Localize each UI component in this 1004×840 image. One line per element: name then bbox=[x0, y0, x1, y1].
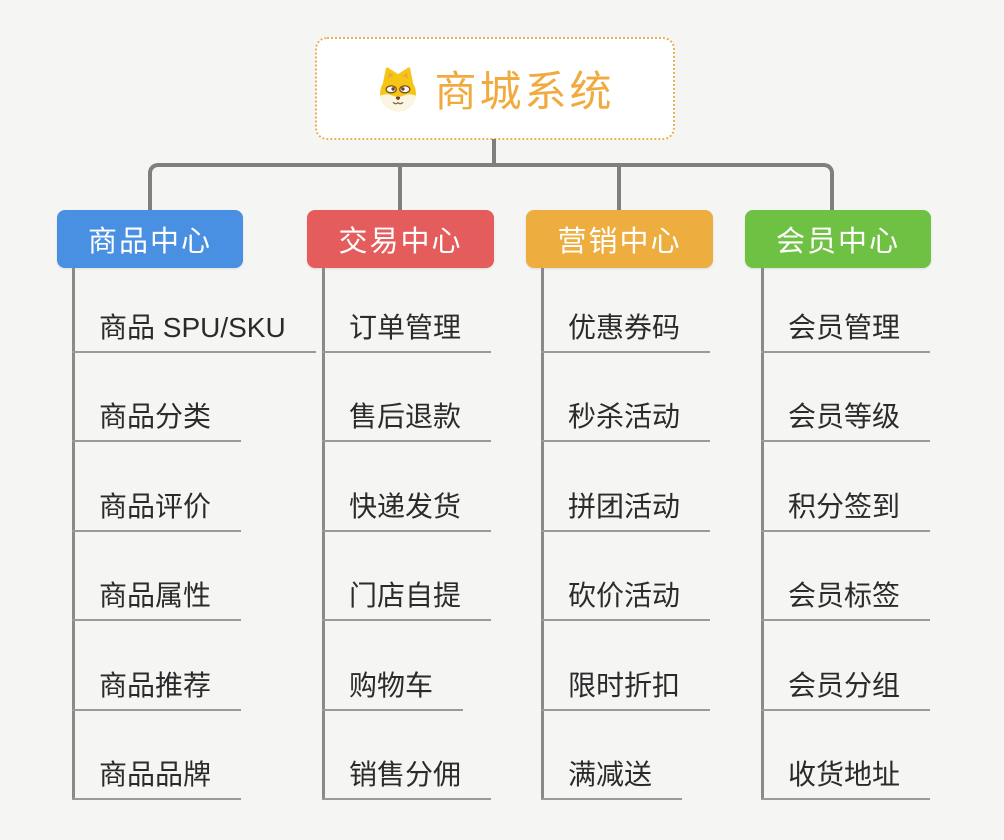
leaf-item[interactable]: 售后退款 bbox=[322, 353, 492, 443]
leaf-item[interactable]: 满减送 bbox=[541, 711, 683, 800]
leaf-item[interactable]: 秒杀活动 bbox=[541, 353, 711, 443]
trunk-line-product-center bbox=[72, 268, 75, 800]
leaf-item[interactable]: 限时折扣 bbox=[541, 621, 711, 711]
leaf-item[interactable]: 积分签到 bbox=[761, 442, 931, 532]
dog-face-icon bbox=[380, 66, 417, 111]
connector-elbow-left bbox=[148, 163, 492, 210]
root-node[interactable]: 商城系统 bbox=[315, 37, 675, 140]
branch-label: 会员中心 bbox=[775, 226, 900, 258]
branch-label: 商品中心 bbox=[87, 226, 212, 258]
leaf-item[interactable]: 购物车 bbox=[322, 621, 464, 711]
branch-label: 营销中心 bbox=[557, 226, 682, 258]
leaf-item[interactable]: 会员标签 bbox=[761, 532, 931, 622]
leaf-item[interactable]: 门店自提 bbox=[322, 532, 492, 622]
leaf-item[interactable]: 商品属性 bbox=[72, 532, 242, 622]
connector-stub-branch-2 bbox=[398, 165, 402, 210]
leaf-item[interactable]: 拼团活动 bbox=[541, 442, 711, 532]
leaf-column-marketing-center: 优惠券码 秒杀活动 拼团活动 砍价活动 限时折扣 满减送 bbox=[541, 268, 711, 800]
leaf-item[interactable]: 商品评价 bbox=[72, 442, 242, 532]
leaf-item[interactable]: 会员分组 bbox=[761, 621, 931, 711]
leaf-item[interactable]: 商品分类 bbox=[72, 353, 242, 443]
leaf-item[interactable]: 订单管理 bbox=[322, 268, 492, 353]
branch-node-trade-center[interactable]: 交易中心 bbox=[307, 210, 494, 268]
branch-node-marketing-center[interactable]: 营销中心 bbox=[526, 210, 713, 268]
root-title: 商城系统 bbox=[434, 68, 615, 115]
branch-node-member-center[interactable]: 会员中心 bbox=[745, 210, 931, 268]
leaf-item[interactable]: 会员管理 bbox=[761, 268, 931, 353]
trunk-line-trade-center bbox=[322, 268, 325, 800]
leaf-item[interactable]: 快递发货 bbox=[322, 442, 492, 532]
trunk-line-member-center bbox=[761, 268, 764, 800]
connector-stub-branch-3 bbox=[617, 165, 621, 210]
branch-label: 交易中心 bbox=[338, 226, 463, 258]
connector-elbow-right bbox=[494, 163, 834, 210]
leaf-item[interactable]: 会员等级 bbox=[761, 353, 931, 443]
leaf-column-product-center: 商品 SPU/SKU 商品分类 商品评价 商品属性 商品推荐 商品品牌 bbox=[72, 268, 316, 800]
leaf-item[interactable]: 商品 SPU/SKU bbox=[72, 268, 316, 353]
leaf-item[interactable]: 收货地址 bbox=[761, 711, 931, 800]
leaf-column-trade-center: 订单管理 售后退款 快递发货 门店自提 购物车 销售分佣 bbox=[322, 268, 492, 800]
connector-root-stub bbox=[492, 139, 496, 167]
leaf-item[interactable]: 销售分佣 bbox=[322, 711, 492, 800]
trunk-line-marketing-center bbox=[541, 268, 544, 800]
leaf-item[interactable]: 商品推荐 bbox=[72, 621, 242, 711]
branch-node-product-center[interactable]: 商品中心 bbox=[57, 210, 243, 268]
leaf-item[interactable]: 优惠券码 bbox=[541, 268, 711, 353]
leaf-item[interactable]: 商品品牌 bbox=[72, 711, 242, 800]
leaf-item[interactable]: 砍价活动 bbox=[541, 532, 711, 622]
leaf-column-member-center: 会员管理 会员等级 积分签到 会员标签 会员分组 收货地址 bbox=[761, 268, 931, 800]
